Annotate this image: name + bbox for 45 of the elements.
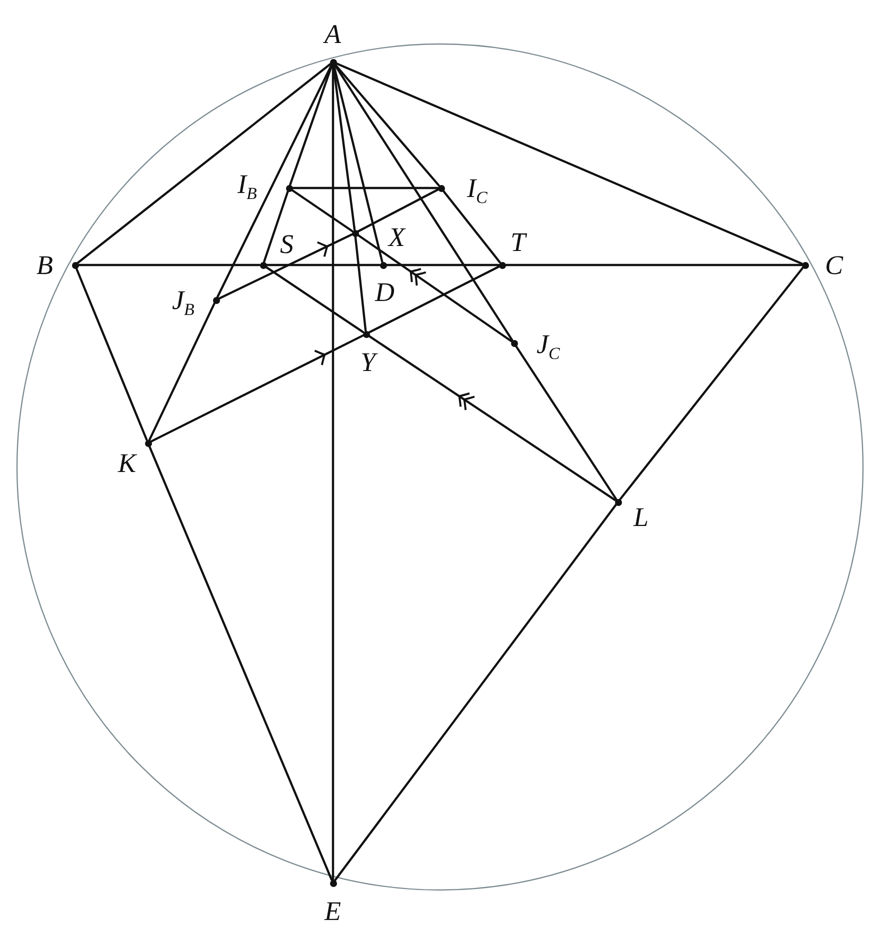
line-segment [332, 64, 334, 881]
line-segment [76, 63, 332, 264]
line-segment [385, 264, 500, 266]
line-segment [218, 233, 353, 300]
point-label: J$_{B}$ [172, 286, 194, 318]
point-label: A [324, 20, 341, 48]
point-label: Y [360, 348, 376, 376]
line-segment [290, 188, 354, 232]
point-label: D [375, 278, 394, 306]
point-label: T [510, 228, 526, 256]
line-segment [619, 266, 804, 500]
line-segment [216, 64, 333, 298]
line-segment [265, 264, 381, 266]
point-label: C [825, 251, 844, 279]
point-label: L [634, 503, 649, 531]
line-segment [334, 64, 514, 342]
point-label: B [36, 251, 53, 279]
line-segment [442, 190, 501, 264]
line-segment [504, 264, 803, 266]
line-segment [148, 302, 216, 441]
line-segment [368, 265, 500, 334]
line-segment [354, 235, 367, 332]
line-segment [335, 62, 803, 265]
line-segment [77, 264, 261, 266]
line-segment [356, 234, 512, 342]
point-label: K [118, 449, 136, 477]
point-label: I$_{C}$ [467, 174, 488, 206]
point-label: E [324, 897, 341, 925]
line-segment [75, 267, 148, 441]
point-label: I$_{B}$ [238, 170, 257, 202]
point-label: S [280, 230, 294, 258]
line-segment [514, 344, 618, 500]
line-segment [148, 445, 333, 881]
line-segment [263, 190, 289, 263]
line-segment [368, 334, 616, 502]
line-segment [334, 504, 617, 882]
point-label: X [388, 223, 405, 251]
line-segment [332, 64, 384, 263]
line-segment [334, 64, 440, 186]
line-segment [291, 186, 439, 190]
point-label: J$_{C}$ [536, 330, 560, 362]
line-segment [150, 334, 364, 443]
line-segment [264, 266, 364, 334]
line-segment [289, 64, 333, 186]
line-segment [357, 188, 439, 232]
